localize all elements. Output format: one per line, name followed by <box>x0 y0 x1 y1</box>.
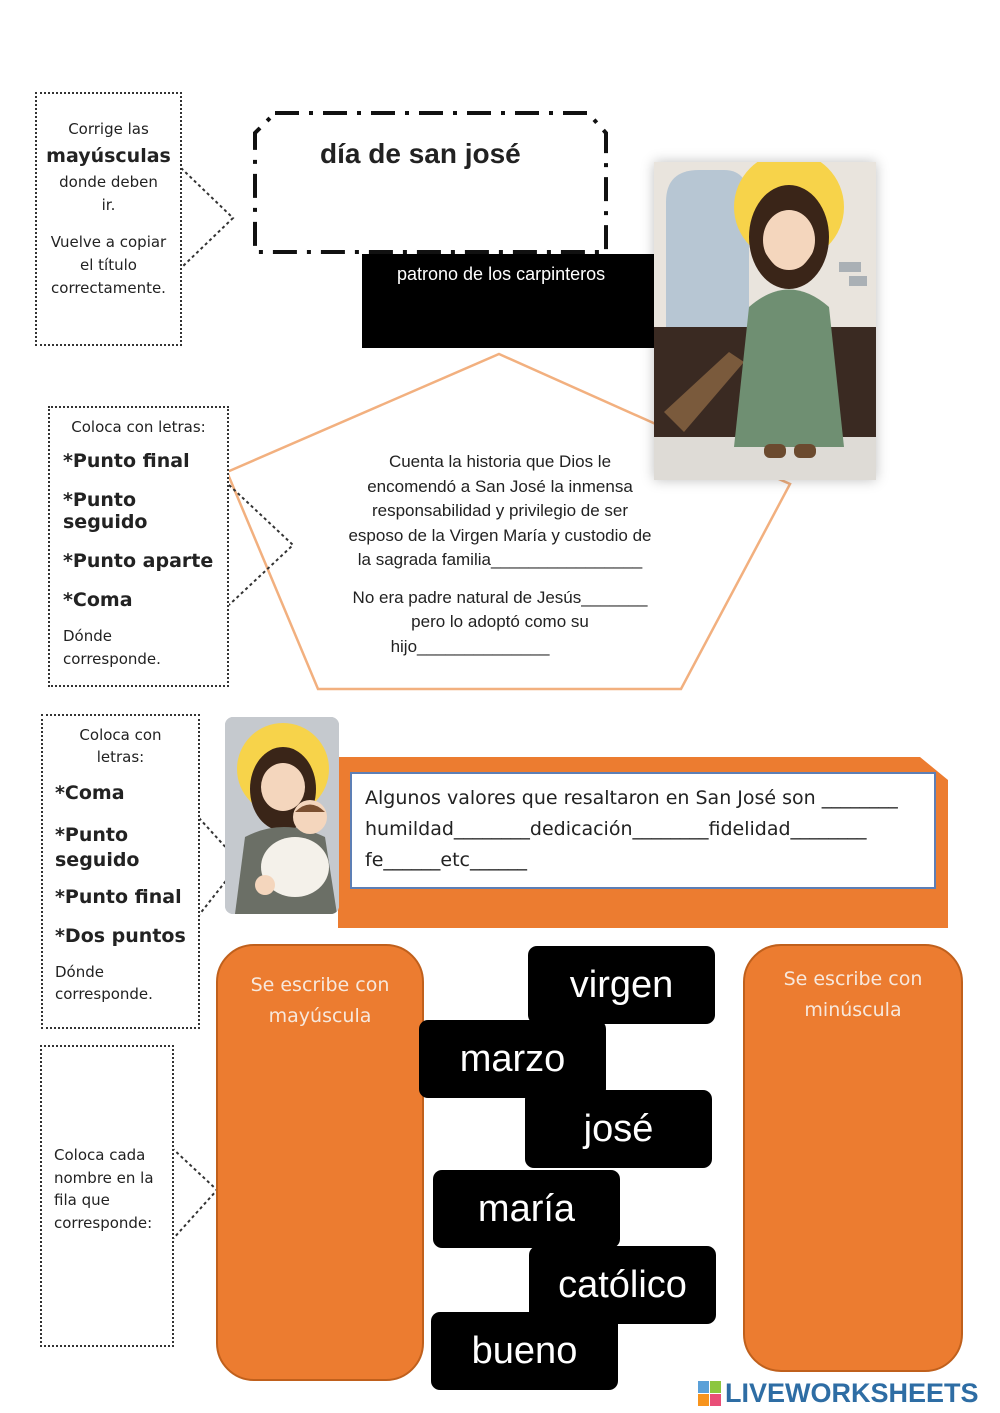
story-line: No era padre natural de Jesús_______ <box>352 587 648 607</box>
lws-logo-icon <box>698 1380 721 1406</box>
punct-item-1: *Punto final <box>63 450 190 472</box>
joseph-with-child-image <box>225 717 339 914</box>
saint-joseph-carpenter-image <box>654 162 876 480</box>
word-tile-jose[interactable]: josé <box>525 1090 712 1168</box>
values-line: Algunos valores que resaltaron en San Jo… <box>365 787 898 809</box>
instr-text: el título <box>80 256 137 274</box>
values-line: humildad________dedicación________fideli… <box>365 818 867 840</box>
instr-footer: Dónde <box>63 627 112 645</box>
instr-intro: letras: <box>96 748 145 766</box>
punct-item-4: *Coma <box>63 589 133 611</box>
instr-text: Corrige las <box>68 120 149 138</box>
story-line: Cuenta la historia que Dios le <box>388 452 612 471</box>
uppercase-drop-zone[interactable]: Se escribe con mayúscula <box>216 944 424 1381</box>
instr-footer: Dónde <box>55 963 104 981</box>
carpenter-illustration <box>654 162 876 480</box>
story-line: la sagrada familia________________ <box>357 550 643 569</box>
instruction-box-punctuation-2: Coloca con letras: *Coma *Punto seguido … <box>41 714 200 1029</box>
story-line: pero lo adoptó como su <box>411 612 589 631</box>
story-line: responsabilidad y privilegio de ser <box>371 501 629 520</box>
instr-text: Vuelve a copiar <box>50 233 167 251</box>
word-tile-catolico[interactable]: católico <box>529 1246 716 1324</box>
instr-footer: corresponde. <box>63 650 161 668</box>
column-label: mayúscula <box>268 1005 372 1027</box>
word-tile-marzo[interactable]: marzo <box>419 1020 606 1098</box>
column-label: Se escribe con <box>783 968 923 990</box>
callout-arrow-2 <box>228 484 295 606</box>
callout-arrow-4 <box>171 1147 219 1241</box>
instr-intro: Coloca con letras: <box>71 418 206 436</box>
values-text-box[interactable]: Algunos valores que resaltaron en San Jo… <box>350 772 936 889</box>
instruction-box-sort-words: Coloca cada nombre en la fila que corres… <box>40 1045 174 1347</box>
word-tile-maria[interactable]: maría <box>433 1170 620 1248</box>
worksheet-title: día de san josé <box>320 138 521 169</box>
values-line: fe______etc______ <box>365 849 527 871</box>
lowercase-drop-zone[interactable]: Se escribe con minúscula <box>743 944 963 1372</box>
instr-text-bold: mayúsculas <box>46 145 171 167</box>
punct-item-final: *Punto final <box>55 886 182 908</box>
brand-name: LIVEWORKSHEETS <box>725 1378 979 1408</box>
punct-item-dos-puntos: *Dos puntos <box>55 925 186 947</box>
instruction-box-punctuation-1: Coloca con letras: *Punto final *Punto s… <box>48 406 229 687</box>
column-label: minúscula <box>804 999 902 1021</box>
punct-item-punto: *Punto <box>55 824 129 846</box>
punct-item-2: *Punto seguido <box>63 489 148 533</box>
instr-intro: Coloca con <box>79 726 162 744</box>
story-line: esposo de la Virgen María y custodio de <box>348 525 652 545</box>
instr-text: nombre en la <box>54 1168 154 1187</box>
instr-text: fila que <box>54 1191 110 1209</box>
story-line: encomendó a San José la inmensa <box>367 476 633 496</box>
column-label: Se escribe con <box>250 974 390 996</box>
joseph-child-illustration <box>225 717 339 914</box>
pentagon-story-text: Cuenta la historia que Dios le encomendó… <box>318 450 682 659</box>
instruction-box-capitals: Corrige las mayúsculas donde deben ir. V… <box>35 92 182 346</box>
instr-text: ir. <box>101 196 116 214</box>
word-tile-virgen[interactable]: virgen <box>528 946 715 1024</box>
punct-item-seguido: seguido <box>55 849 140 871</box>
title-frame <box>253 111 608 254</box>
title-answer-field[interactable] <box>272 185 592 240</box>
subtitle-text: patrono de los carpinteros <box>397 264 606 284</box>
instr-text: corresponde: <box>54 1213 153 1232</box>
liveworksheets-logo: LIVEWORKSHEETS <box>698 1378 979 1409</box>
punct-item-3: *Punto aparte <box>63 550 214 572</box>
story-line: hijo______________ <box>390 636 550 656</box>
instr-text: donde deben <box>59 173 158 191</box>
punct-item-coma: *Coma <box>55 782 125 804</box>
callout-arrow-1 <box>180 167 235 269</box>
instr-footer: corresponde. <box>55 985 153 1003</box>
instr-text: correctamente. <box>51 279 166 297</box>
word-tile-bueno[interactable]: bueno <box>431 1312 618 1390</box>
subtitle-banner: patrono de los carpinteros <box>362 254 662 348</box>
instr-text: Coloca cada <box>54 1146 146 1164</box>
